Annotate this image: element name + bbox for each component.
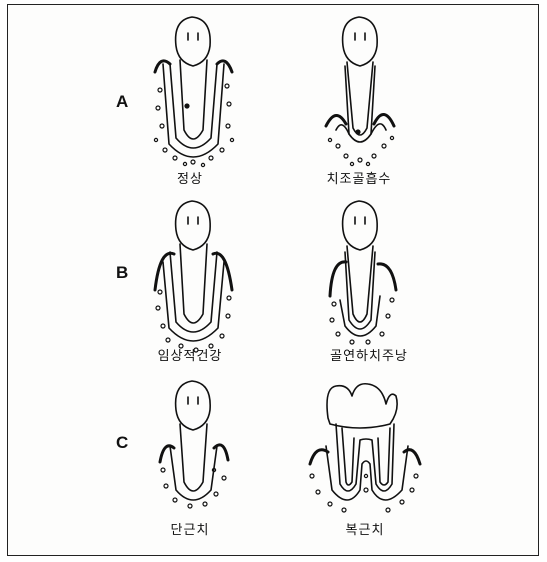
caption-bone-loss: 치조골흡수 [327,168,392,187]
tooth-clinical-health [155,201,232,352]
tooth-normal [154,17,233,167]
tooth-single-root [160,381,228,508]
caption-infrabony-pocket: 골연하치주낭 [330,345,408,364]
caption-clinical-health: 임상적건강 [158,345,223,364]
row-label-a: A [116,92,128,112]
caption-normal: 정상 [177,168,203,187]
tooth-infrabony-pocket [330,201,396,344]
row-label-c: C [116,433,128,453]
caption-multi-root: 복근치 [346,519,385,538]
row-label-b: B [116,263,128,283]
tooth-bone-loss [326,17,394,166]
tooth-multi-root [310,384,420,512]
caption-single-root: 단근치 [171,519,210,538]
